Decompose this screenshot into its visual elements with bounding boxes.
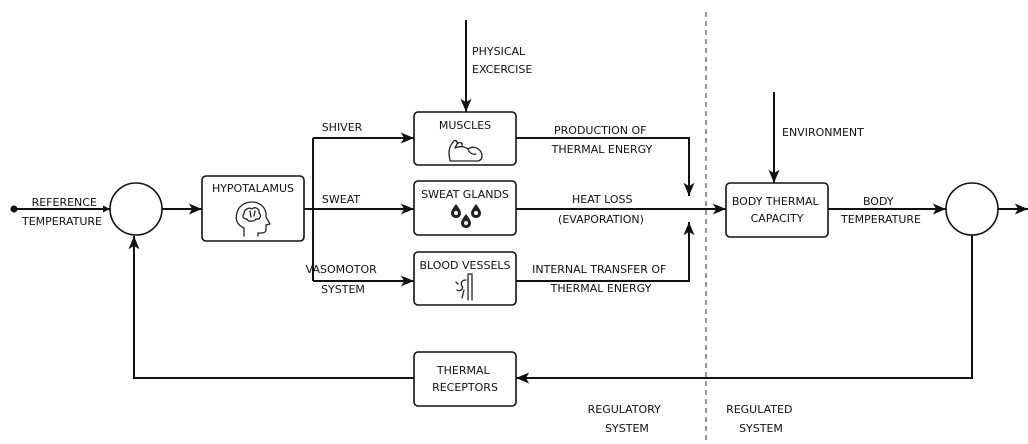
internal-transfer-arrow bbox=[516, 222, 695, 282]
body-temperature-label: BODY TEMPERATURE bbox=[840, 195, 921, 226]
sweat-label: SWEAT bbox=[322, 193, 360, 206]
thermal-receptors-block bbox=[413, 351, 517, 407]
feedback-to-receptors-arrow bbox=[516, 235, 973, 384]
muscles-label: MUSCLES bbox=[439, 119, 491, 132]
heat-loss-label: HEAT LOSS (EVAPORATION) bbox=[558, 193, 644, 226]
blood-vessels-label: BLOOD VESSELS bbox=[419, 259, 510, 272]
flexed-arm-icon bbox=[448, 139, 483, 162]
summing-junction-reference bbox=[109, 182, 163, 236]
feedback-to-junction-arrow bbox=[128, 236, 414, 379]
reference-temperature-label: REFERENCE TEMPERATURE bbox=[21, 196, 102, 228]
thermal-receptors-label: THERMAL RECEPTORS bbox=[432, 364, 498, 394]
blood-vessels-block bbox=[413, 251, 517, 306]
physical-exercise-label: PHYSICAL EXCERCISE bbox=[472, 45, 532, 76]
production-arrow bbox=[516, 137, 695, 196]
regulatory-system-label: REGULATORY SYSTEM bbox=[588, 403, 665, 435]
summing-junction-output bbox=[945, 182, 999, 236]
sweat-glands-block bbox=[413, 180, 517, 236]
sweat-glands-label: SWEAT GLANDS bbox=[421, 188, 509, 201]
water-drops-icon bbox=[451, 204, 481, 228]
production-of-thermal-energy-label: PRODUCTION OF THERMAL ENERGY bbox=[551, 124, 653, 156]
vasomotor-system-label: VASOMOTOR SYSTEM bbox=[306, 263, 381, 296]
shiver-label: SHIVER bbox=[322, 121, 363, 134]
blood-vessel-icon bbox=[455, 273, 473, 301]
hypotalamus-label: HYPOTALAMUS bbox=[212, 182, 294, 195]
body-thermal-capacity-block bbox=[725, 182, 829, 238]
body-thermal-capacity-label: BODY THERMAL CAPACITY bbox=[732, 195, 822, 225]
environment-label: ENVIRONMENT bbox=[782, 126, 864, 139]
regulated-system-label: REGULATED SYSTEM bbox=[726, 403, 796, 435]
brain-head-icon bbox=[235, 201, 271, 237]
muscles-block bbox=[413, 111, 517, 166]
internal-transfer-label: INTERNAL TRANSFER OF THERMAL ENERGY bbox=[532, 263, 670, 295]
